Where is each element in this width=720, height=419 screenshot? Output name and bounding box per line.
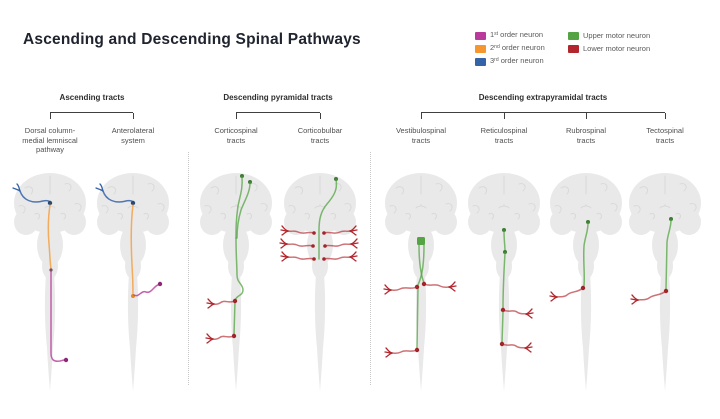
bracket-ascending	[50, 112, 134, 119]
second-order-swatch-icon	[475, 44, 486, 53]
diagram-rubrospinal	[549, 172, 623, 392]
section-header-ascending: Ascending tracts	[59, 93, 125, 102]
legend-label: Upper motor neuron	[583, 31, 651, 40]
legend-item-third-order: 3rd order neuron	[475, 55, 545, 68]
lower-motor-swatch-icon	[568, 44, 579, 53]
section-header-extrapyramidal: Descending extrapyramidal tracts	[478, 93, 608, 102]
legend-column-motor: Upper motor neuron Lower motor neuron	[568, 29, 650, 55]
diagram-corticobulbar	[279, 172, 359, 392]
legend-item-second-order: 2nd order neuron	[475, 42, 545, 55]
tract-label-dcml: Dorsal column- medial lemniscal pathway	[22, 126, 78, 154]
section-divider	[370, 152, 371, 385]
legend-label: 3rd order neuron	[490, 56, 544, 65]
tract-label-rubrospinal: Rubrospinal tracts	[565, 126, 607, 145]
diagram-vestibulospinal	[383, 172, 458, 392]
diagram-tectospinal	[628, 172, 702, 392]
third-order-swatch-icon	[475, 57, 486, 66]
diagram-anterolateral	[95, 172, 170, 392]
tract-label-corticobulbar: Corticobulbar tracts	[297, 126, 343, 145]
legend-item-lower-motor: Lower motor neuron	[568, 42, 650, 55]
bracket-pyramidal	[236, 112, 321, 119]
legend-label: 2nd order neuron	[490, 43, 545, 52]
diagram-dcml	[12, 172, 87, 392]
upper-motor-swatch-icon	[568, 31, 579, 40]
first-order-swatch-icon	[475, 31, 486, 40]
legend-label: 1st order neuron	[490, 30, 544, 39]
diagram-corticospinal	[199, 172, 273, 392]
tract-label-corticospinal: Corticospinal tracts	[214, 126, 258, 145]
legend-item-upper-motor: Upper motor neuron	[568, 29, 650, 42]
section-header-pyramidal: Descending pyramidal tracts	[223, 93, 333, 102]
bracket-extrapyramidal	[421, 112, 666, 119]
legend-item-first-order: 1st order neuron	[475, 29, 545, 42]
legend-column-sensory: 1st order neuron 2nd order neuron 3rd or…	[475, 29, 545, 68]
page-title: Ascending and Descending Spinal Pathways	[23, 31, 361, 48]
tract-label-reticulospinal: Reticulospinal tracts	[480, 126, 528, 145]
tract-label-tectospinal: Tectospinal tracts	[646, 126, 684, 145]
legend-label: Lower motor neuron	[583, 44, 651, 53]
diagram-reticulospinal	[467, 172, 541, 392]
tract-label-vestibulospinal: Vestibulospinal tracts	[395, 126, 447, 145]
tract-label-anterolateral: Anterolateral system	[111, 126, 155, 145]
section-divider	[188, 152, 189, 385]
